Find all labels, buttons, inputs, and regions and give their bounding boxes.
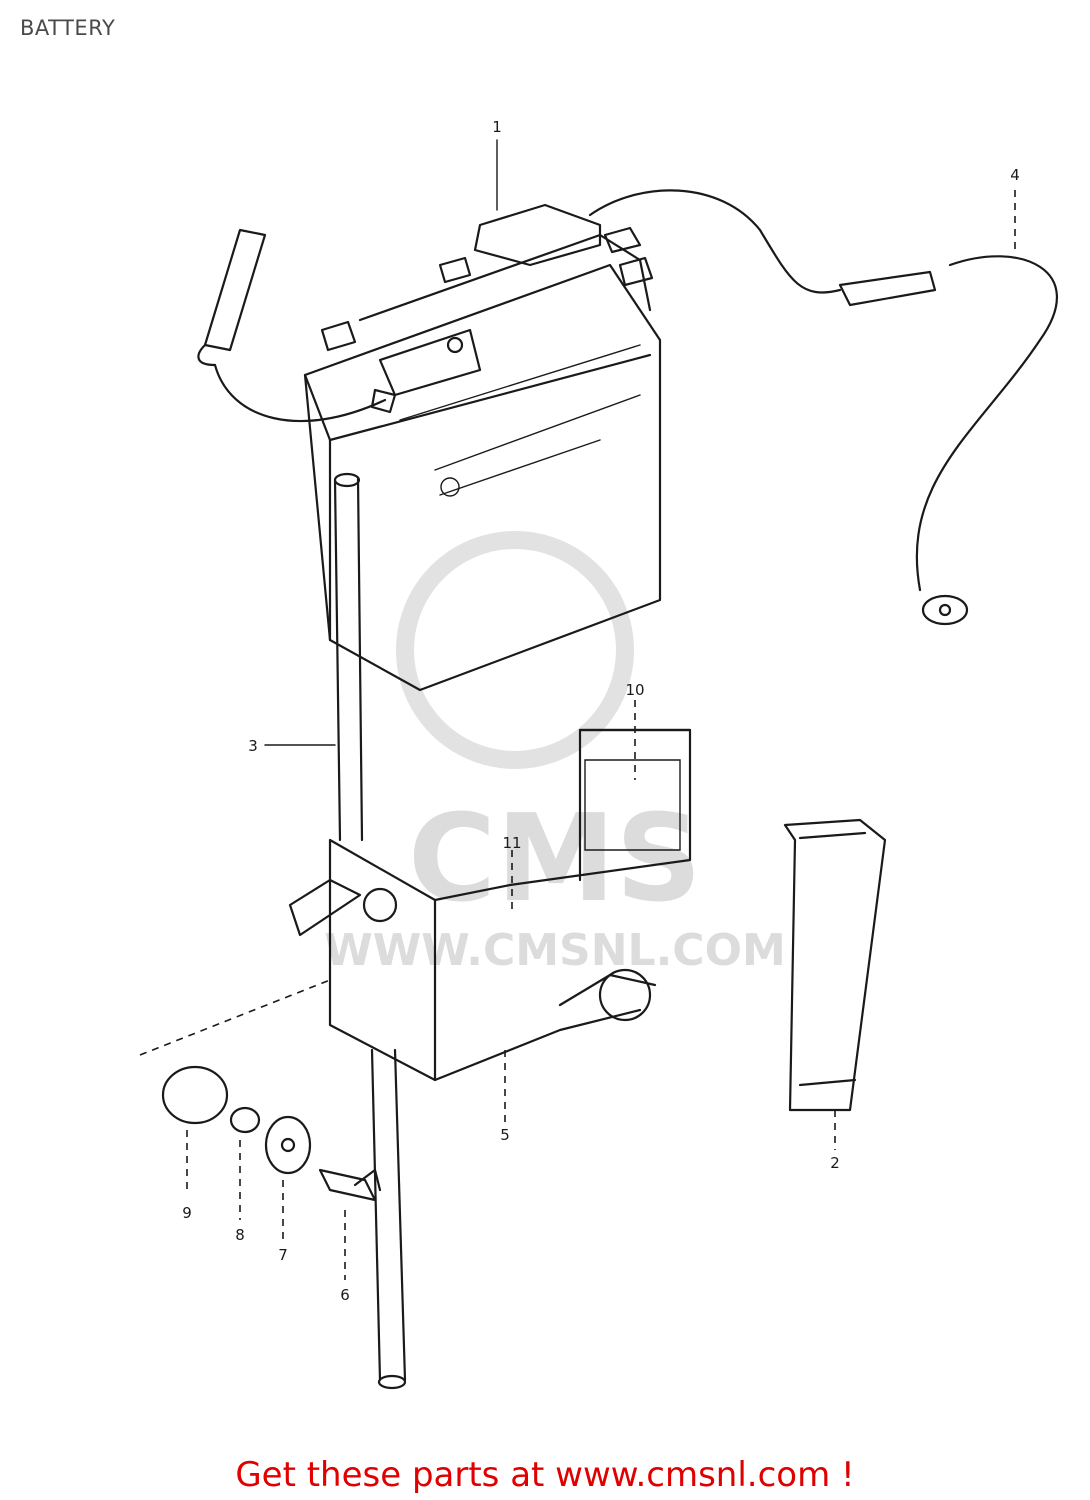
fastener-parts[interactable] bbox=[161, 1065, 382, 1202]
callout-2: 2 bbox=[830, 1154, 840, 1172]
cmsnl-watermark: CMS WWW.CMSNL.COM bbox=[324, 531, 786, 976]
callout-1: 1 bbox=[492, 118, 502, 136]
leader-lines bbox=[139, 139, 1016, 1280]
callout-6: 6 bbox=[340, 1286, 350, 1304]
callout-numbers: 1 4 3 10 11 5 2 9 8 7 6 bbox=[182, 118, 1020, 1304]
callout-10: 10 bbox=[625, 681, 644, 699]
cover-plate-part[interactable] bbox=[584, 759, 681, 851]
get-parts-link[interactable]: Get these parts at www.cmsnl.com ! bbox=[235, 1455, 855, 1495]
positive-lead-part[interactable] bbox=[197, 228, 397, 423]
battery-cable-part[interactable] bbox=[588, 189, 1058, 626]
page-title: BATTERY bbox=[20, 16, 116, 40]
callout-7: 7 bbox=[278, 1246, 288, 1264]
breather-tube-part[interactable] bbox=[333, 472, 407, 1390]
callout-4: 4 bbox=[1010, 166, 1020, 184]
callout-5: 5 bbox=[500, 1126, 510, 1144]
callout-9: 9 bbox=[182, 1204, 192, 1222]
watermark-url-text: WWW.CMSNL.COM bbox=[324, 925, 786, 976]
watermark-logo-text: CMS bbox=[408, 790, 702, 929]
callout-8: 8 bbox=[235, 1226, 245, 1244]
battery-holder-part[interactable] bbox=[288, 728, 692, 1082]
callout-11: 11 bbox=[502, 834, 521, 852]
callout-3: 3 bbox=[248, 737, 258, 755]
battery-part[interactable] bbox=[303, 203, 662, 692]
battery-band-part[interactable] bbox=[783, 818, 887, 1112]
